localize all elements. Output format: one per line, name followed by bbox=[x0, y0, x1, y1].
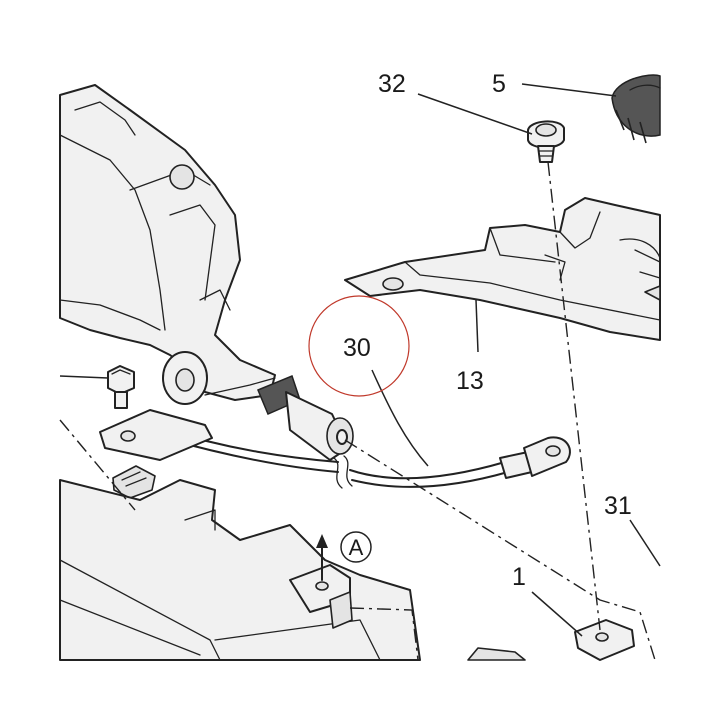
nut-part-1 bbox=[574, 619, 635, 661]
callout-1: 1 bbox=[512, 563, 526, 591]
callout-a-badge: A bbox=[340, 531, 372, 563]
assembly-lines bbox=[59, 161, 656, 661]
leader-lines bbox=[59, 83, 661, 637]
frame-bracket bbox=[59, 84, 276, 405]
highlight-circle-30 bbox=[308, 295, 410, 397]
bracket-part-13 bbox=[344, 197, 661, 341]
callout-30: 30 bbox=[343, 334, 371, 362]
callout-a: A bbox=[349, 535, 364, 560]
callout-32: 32 bbox=[378, 70, 406, 98]
left-bolt-assembly bbox=[99, 365, 213, 499]
ground-cable bbox=[159, 427, 571, 489]
screw-part-32 bbox=[527, 120, 565, 163]
callout-13: 13 bbox=[456, 367, 484, 395]
grommet-part-5 bbox=[611, 74, 661, 144]
callout-5: 5 bbox=[492, 70, 506, 98]
callout-31: 31 bbox=[604, 492, 632, 520]
sensor-part-30 bbox=[257, 375, 354, 461]
battery-housing bbox=[59, 479, 526, 661]
